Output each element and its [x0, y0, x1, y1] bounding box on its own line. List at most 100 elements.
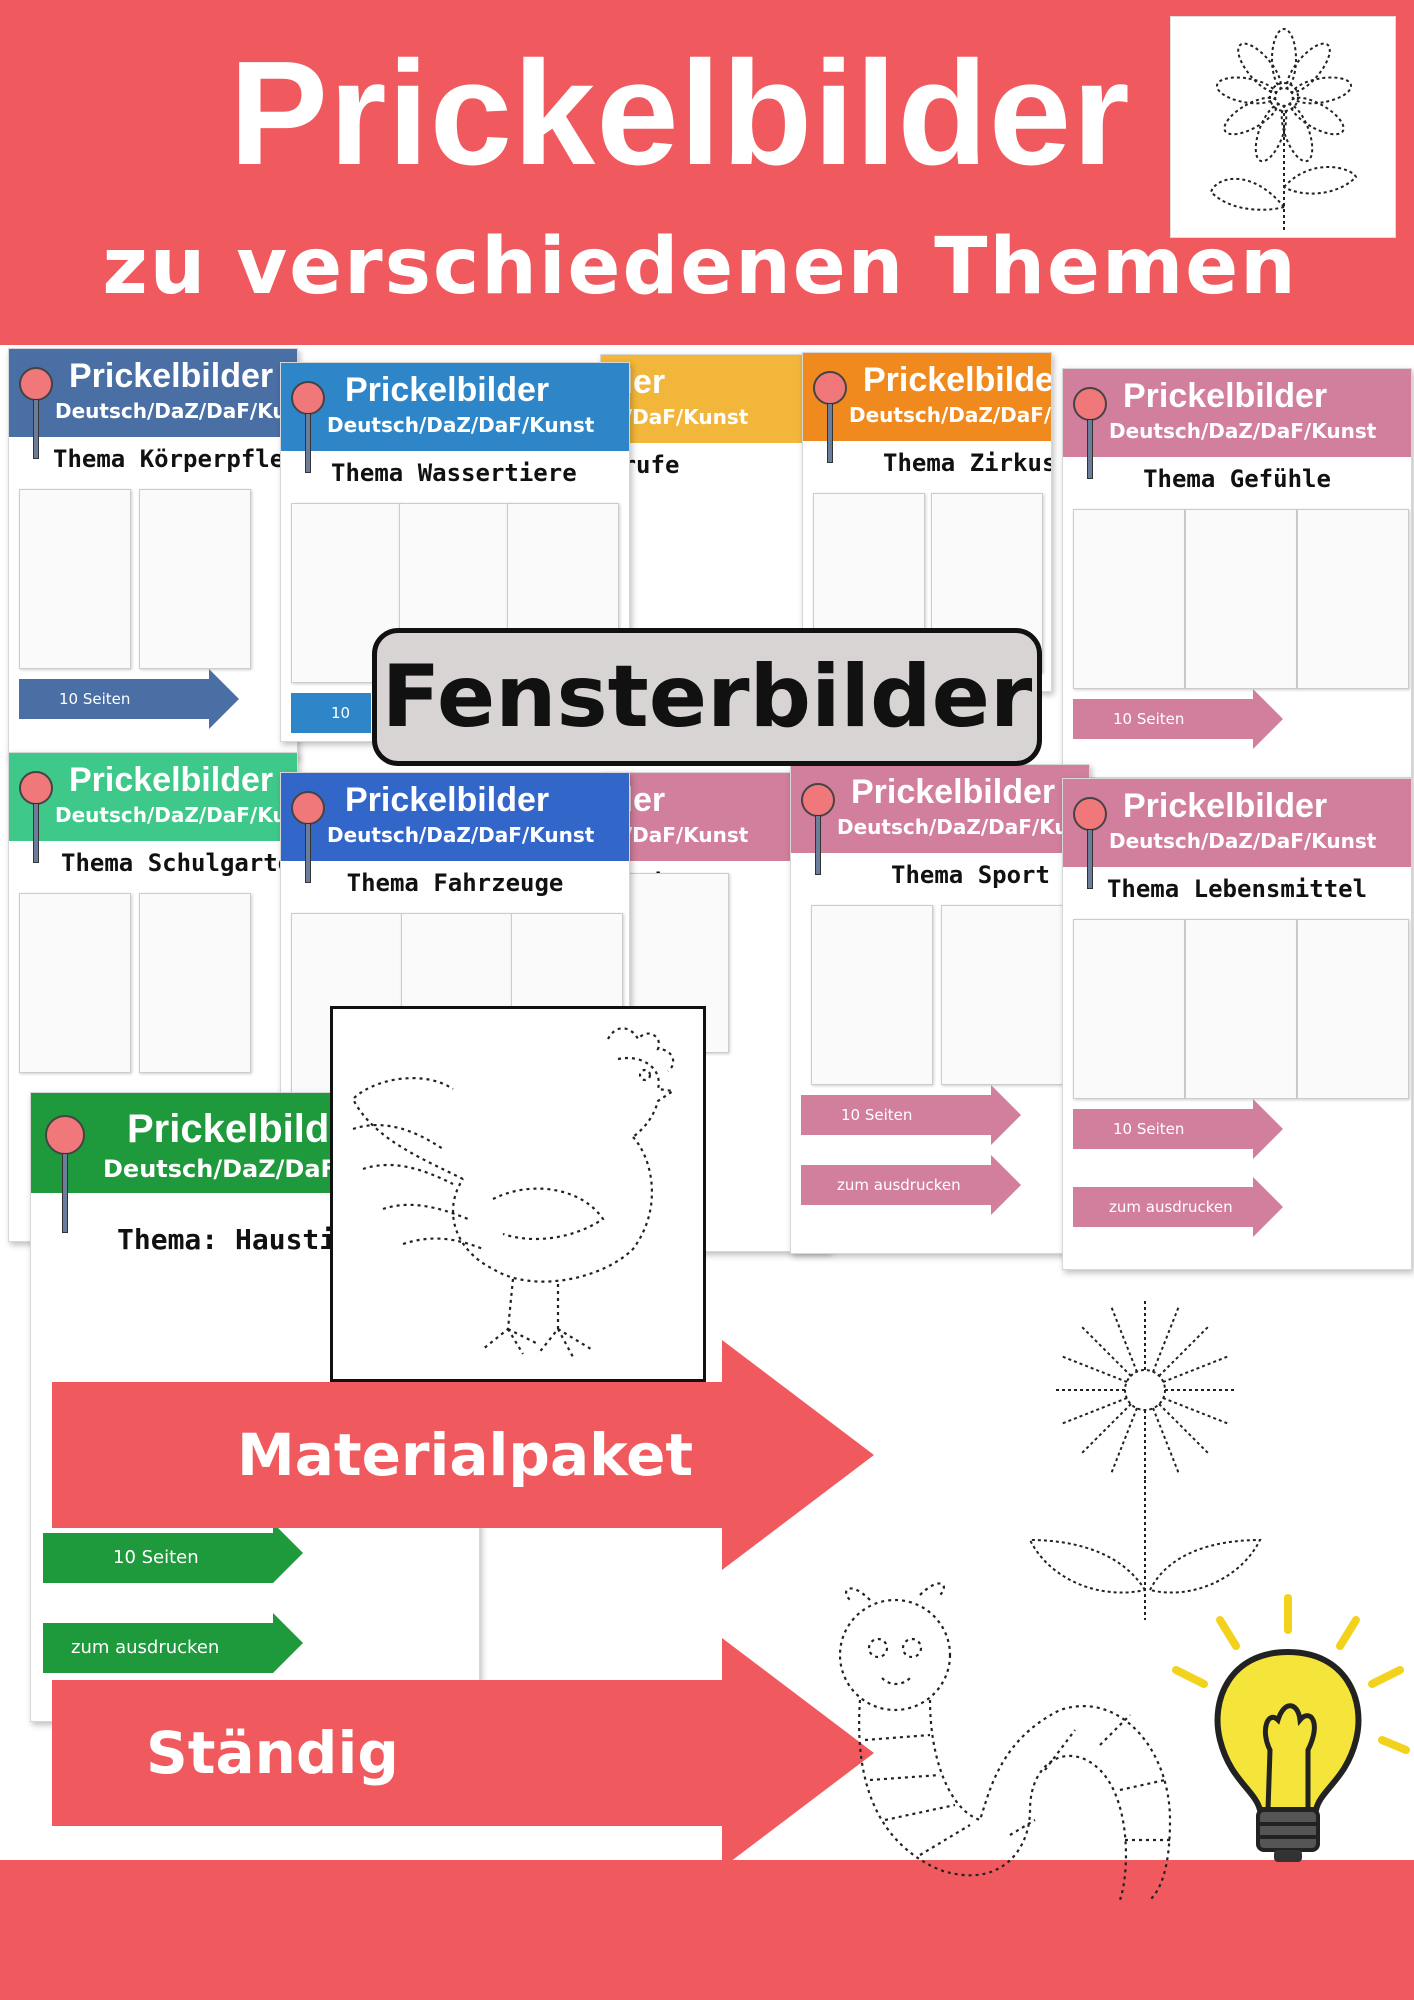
- card-header: Prickelbilder Deutsch/DaZ/DaF/Kunst: [9, 753, 298, 863]
- card-pages-arrow: 10 Seiten: [1073, 1099, 1283, 1159]
- card-header: Prickelbilder Deutsch/DaZ/DaF/Kunst: [281, 773, 629, 883]
- card-theme: Thema Lebensmittel: [1106, 875, 1368, 903]
- pin-icon: [291, 381, 325, 415]
- card-theme: Thema Sport: [891, 861, 1050, 889]
- pin-stick: [33, 803, 39, 863]
- card-pictures: [1073, 509, 1411, 699]
- card-heading: Prickelbilder: [345, 371, 550, 409]
- card-heading: Prickelbilder: [851, 773, 1056, 811]
- card-header: Prickelbilder Deutsch/DaZ/DaF/Kunst: [803, 353, 1052, 463]
- pin-icon: [19, 367, 53, 401]
- dotted-dandelion-illustration: [1010, 1290, 1280, 1630]
- rooster-picture: [19, 893, 131, 1073]
- card-heading: Prickelbilder: [69, 761, 274, 799]
- card-heading: Prickelbilder: [345, 781, 550, 819]
- pin-stick: [33, 399, 39, 459]
- card-gefuehle: Prickelbilder Deutsch/DaZ/DaF/Kunst Them…: [1062, 368, 1412, 778]
- pin-stick: [305, 823, 311, 883]
- card-subheading: Deutsch/DaZ/DaF/Kunst: [327, 413, 595, 437]
- card-heading: Prickelbilder: [1123, 377, 1328, 415]
- card-pages-arrow: 10 Seiten: [19, 669, 239, 729]
- pin-icon: [19, 771, 53, 805]
- card-berufe: Prickelbilder Deutsch/DaZ/DaF/Kunst Them…: [600, 354, 820, 654]
- pin-icon: [45, 1115, 85, 1155]
- card-subheading: Deutsch/DaZ/DaF/Kunst: [1109, 829, 1377, 853]
- pin-icon: [813, 371, 847, 405]
- pin-icon: [1073, 797, 1107, 831]
- card-pictures: [801, 905, 1089, 1095]
- card-subheading: Deutsch/DaZ/DaF/Kunst: [849, 403, 1052, 427]
- jar-picture: [1073, 919, 1185, 1099]
- pin-stick: [305, 413, 311, 473]
- card-heading: Prickelbilder: [863, 361, 1052, 399]
- pin-stick: [827, 403, 833, 463]
- carrot-picture: [139, 893, 251, 1073]
- shower-head-picture: [19, 489, 131, 669]
- pin-icon: [1073, 387, 1107, 421]
- pin-icon: [291, 791, 325, 825]
- card-theme: Thema Gefühle: [1143, 465, 1331, 493]
- arrow-shaft: [52, 1680, 726, 1826]
- card-header: Prickelbilder Deutsch/DaZ/DaF/Kunst: [1063, 779, 1411, 889]
- staendig-wachsend-label: Ständig wachsend: [52, 1719, 399, 1933]
- card-heading: Prickelbilder: [127, 1107, 368, 1151]
- card-pages-arrow: 10 Seiten: [801, 1085, 1021, 1145]
- arrow-head: [722, 1638, 874, 1868]
- pin-stick: [1087, 419, 1093, 479]
- page-title: Prickelbilder: [229, 31, 1131, 196]
- card-theme: Thema Zirkus: [883, 449, 1052, 477]
- card-print-arrow: zum ausdrucken: [801, 1155, 1021, 1215]
- card-pictures: [1073, 919, 1411, 1109]
- arrow-head: [722, 1340, 874, 1570]
- card-sport: Prickelbilder Deutsch/DaZ/DaF/Kunst Them…: [790, 764, 1090, 1254]
- razor-picture: [139, 489, 251, 669]
- card-pictures: [19, 489, 297, 679]
- card-heading: Prickelbilder: [1123, 787, 1328, 825]
- card-subheading: Deutsch/DaZ/DaF/Kunst: [837, 815, 1090, 839]
- card-pages-arrow: 10 Seiten: [1073, 689, 1283, 749]
- card-pages-arrow: 10 Seiten: [43, 1523, 303, 1583]
- card-header: Prickelbilder Deutsch/DaZ/DaF/Kunst: [1063, 369, 1411, 479]
- card-header: Prickelbilder Deutsch/DaZ/DaF/Kunst: [281, 363, 629, 473]
- card-theme: Thema Körperpflege: [53, 445, 298, 473]
- pin-stick: [62, 1153, 68, 1233]
- broccoli-picture: [1185, 919, 1297, 1099]
- materialpaket-arrow: Materialpaket: [52, 1340, 874, 1570]
- fensterbilder-badge: Fensterbilder: [372, 628, 1042, 766]
- card-header: Prickelbilder Deutsch/DaZ/DaF/Kunst: [791, 765, 1090, 875]
- card-header: Prickelbilder Deutsch/DaZ/DaF/Kunst: [9, 349, 298, 459]
- arrow-shaft: [52, 1382, 726, 1528]
- card-subheading: Deutsch/DaZ/DaF/Kunst: [327, 823, 595, 847]
- card-theme: Thema Wassertiere: [331, 459, 577, 487]
- page-subtitle: zu verschiedenen Themen: [102, 222, 1298, 312]
- materialpaket-label: Materialpaket: [237, 1421, 694, 1489]
- bottom-banner: [0, 1860, 1414, 2000]
- pin-stick: [1087, 829, 1093, 889]
- card-theme: Thema Schulgarten: [61, 849, 298, 877]
- pin-stick: [815, 815, 821, 875]
- steak-picture: [1297, 919, 1409, 1099]
- card-heading: Prickelbilder: [69, 357, 274, 395]
- dotted-flower-illustration: [1170, 16, 1396, 238]
- swimmer-picture: [811, 905, 933, 1085]
- runner-picture: [941, 905, 1063, 1085]
- card-koerperpflege: Prickelbilder Deutsch/DaZ/DaF/Kunst Them…: [8, 348, 298, 758]
- dotted-rooster-illustration: [330, 1006, 706, 1382]
- card-subheading: Deutsch/DaZ/DaF/Kunst: [1109, 419, 1377, 443]
- card-pages-arrow: 10 Seiten: [291, 693, 371, 733]
- card-subheading: Deutsch/DaZ/DaF/Kunst: [55, 399, 298, 423]
- card-print-arrow: zum ausdrucken: [43, 1613, 303, 1673]
- card-print-arrow: zum ausdrucken: [1073, 1177, 1283, 1237]
- silly-boy-picture: [1185, 509, 1297, 689]
- lightbulb-icon: [1160, 1590, 1414, 1870]
- happy-boy-picture: [1073, 509, 1185, 689]
- card-pictures: [19, 893, 297, 1083]
- card-lebensmittel: Prickelbilder Deutsch/DaZ/DaF/Kunst Them…: [1062, 778, 1412, 1270]
- staendig-wachsend-arrow: Ständig wachsend: [52, 1638, 874, 1933]
- card-subheading: Deutsch/DaZ/DaF/Kunst: [55, 803, 298, 827]
- pin-icon: [801, 783, 835, 817]
- card-header: Prickelbilder Deutsch/DaZ/DaF/Kunst: [601, 355, 819, 443]
- dotted-worm-illustration: [830, 1570, 1230, 1910]
- sad-boy-picture: [1297, 509, 1409, 689]
- card-theme: Thema Fahrzeuge: [346, 869, 564, 897]
